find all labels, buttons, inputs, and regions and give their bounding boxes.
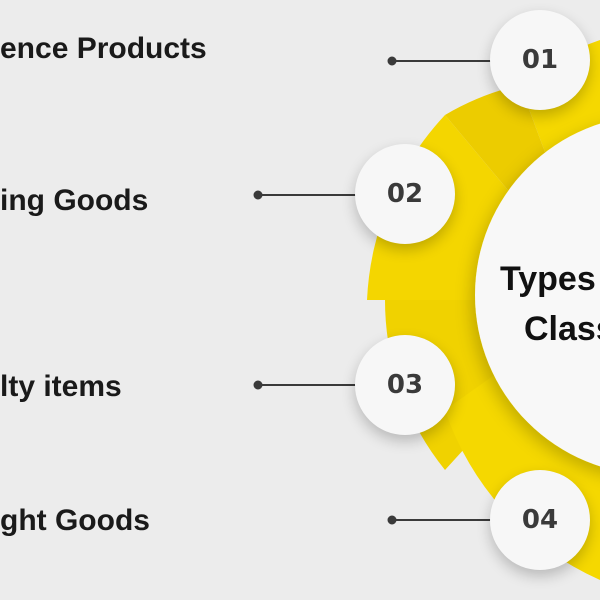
item-label-01: ence Products <box>0 32 207 65</box>
number-badge-03: 03 <box>355 335 455 435</box>
center-circle <box>475 123 600 467</box>
number-badge-04: 04 <box>490 470 590 570</box>
item-label-02: ing Goods <box>0 184 149 217</box>
center-title-line1: Types <box>500 260 596 298</box>
number-badge-01: 01 <box>490 10 590 110</box>
item-label-03: lty items <box>0 370 122 403</box>
center-title-line2: Class <box>524 310 600 348</box>
item-label-04: ght Goods <box>0 504 150 537</box>
number-badge-02: 02 <box>355 144 455 244</box>
